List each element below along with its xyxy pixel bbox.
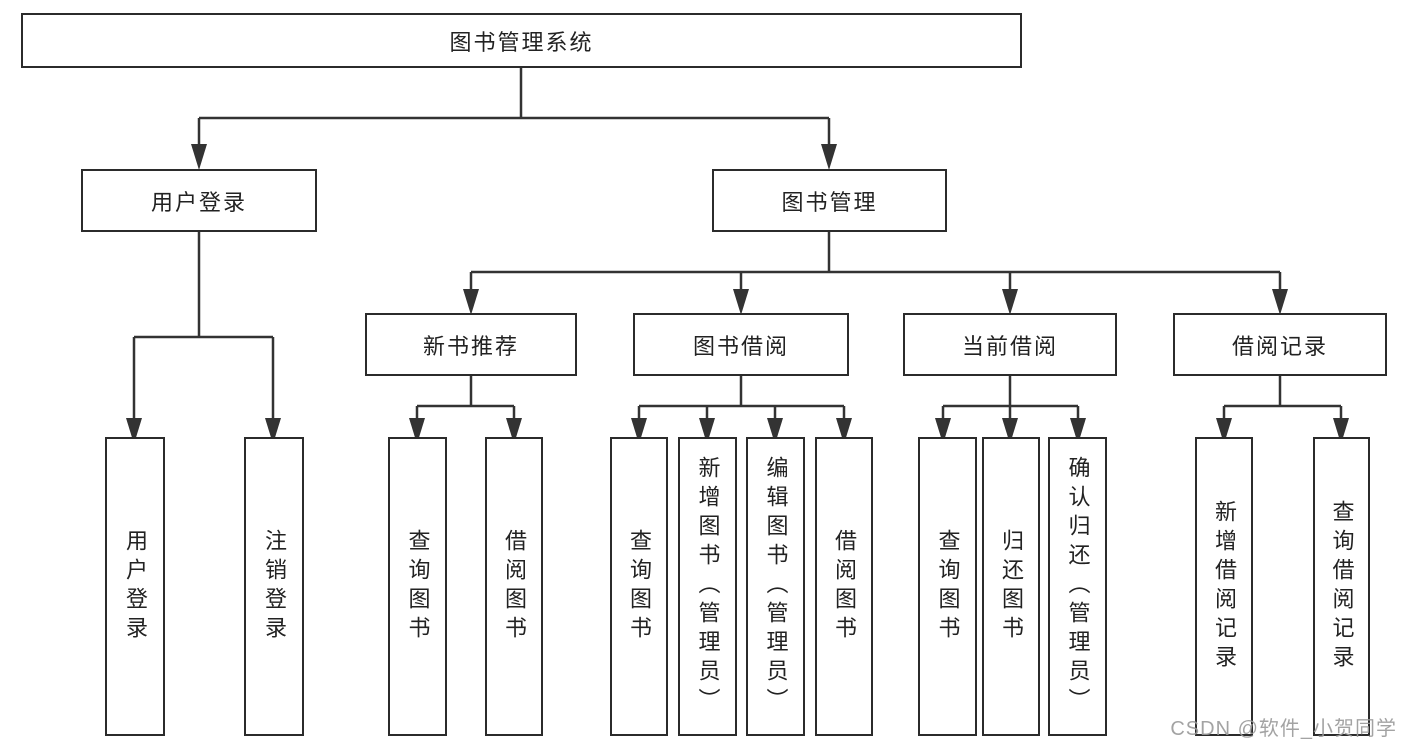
leaf-records-add-record: 新增借阅记录 xyxy=(1195,437,1253,736)
arrow-down-icon xyxy=(733,289,749,315)
node-borrowing-records: 借阅记录 xyxy=(1173,313,1387,376)
node-user-login: 用户登录 xyxy=(81,169,317,232)
node-label: 借阅图书 xyxy=(832,528,857,645)
node-label: 查询图书 xyxy=(627,528,652,645)
node-book-management: 图书管理 xyxy=(712,169,947,232)
node-label: 注销登录 xyxy=(262,528,287,645)
node-label: 图书管理系统 xyxy=(449,29,594,55)
arrow-down-icon xyxy=(1002,289,1018,315)
node-label: 新书推荐 xyxy=(422,333,519,359)
node-label: 确认归还（管理员） xyxy=(1065,456,1091,717)
leaf-logout: 注销登录 xyxy=(244,437,304,736)
leaf-current-query-books: 查询图书 xyxy=(918,437,977,736)
leaf-current-confirm-return-admin: 确认归还（管理员） xyxy=(1048,437,1107,736)
node-label: 查询图书 xyxy=(405,528,431,645)
node-label: 查询借阅记录 xyxy=(1329,499,1355,674)
node-label: 新增图书（管理员） xyxy=(695,456,721,717)
leaf-current-return-books: 归还图书 xyxy=(982,437,1040,736)
node-label: 新增借阅记录 xyxy=(1212,499,1237,674)
node-label: 当前借阅 xyxy=(961,333,1058,359)
leaf-borrowing-add-books-admin: 新增图书（管理员） xyxy=(678,437,737,736)
arrow-down-icon xyxy=(821,144,837,170)
node-current-borrowing: 当前借阅 xyxy=(903,313,1117,376)
connector-group-root xyxy=(191,68,837,170)
connector-group-user-login xyxy=(126,232,281,444)
node-label: 图书借阅 xyxy=(692,333,789,359)
connector-group-book-borrowing xyxy=(631,376,852,444)
node-label: 用户登录 xyxy=(123,528,148,645)
leaf-records-query-record: 查询借阅记录 xyxy=(1313,437,1370,736)
arrow-down-icon xyxy=(463,289,479,315)
leaf-recommend-borrow-books: 借阅图书 xyxy=(485,437,543,736)
leaf-borrowing-borrow-books: 借阅图书 xyxy=(815,437,873,736)
connector-group-book-management xyxy=(463,232,1288,315)
node-new-book-recommend: 新书推荐 xyxy=(365,313,577,376)
csdn-watermark: CSDN @软件_小贺同学 xyxy=(1170,718,1397,740)
node-label: 用户登录 xyxy=(150,189,247,215)
connector-group-borrowing-records xyxy=(1216,376,1349,444)
arrow-down-icon xyxy=(191,144,207,170)
node-label: 查询图书 xyxy=(935,528,961,645)
leaf-user-login: 用户登录 xyxy=(105,437,165,736)
arrow-down-icon xyxy=(1272,289,1288,315)
node-label: 编辑图书（管理员） xyxy=(763,456,789,717)
leaf-borrowing-edit-books-admin: 编辑图书（管理员） xyxy=(746,437,805,736)
node-label: 图书管理 xyxy=(781,189,878,215)
connector-group-new-book-recommend xyxy=(409,376,522,444)
node-label: 归还图书 xyxy=(999,528,1024,645)
node-root-library-management-system: 图书管理系统 xyxy=(21,13,1022,68)
node-label: 借阅图书 xyxy=(502,528,527,645)
connector-group-current-borrowing xyxy=(935,376,1086,444)
leaf-borrowing-query-books: 查询图书 xyxy=(610,437,668,736)
leaf-recommend-query-books: 查询图书 xyxy=(388,437,447,736)
node-label: 借阅记录 xyxy=(1231,333,1328,359)
node-book-borrowing: 图书借阅 xyxy=(633,313,849,376)
